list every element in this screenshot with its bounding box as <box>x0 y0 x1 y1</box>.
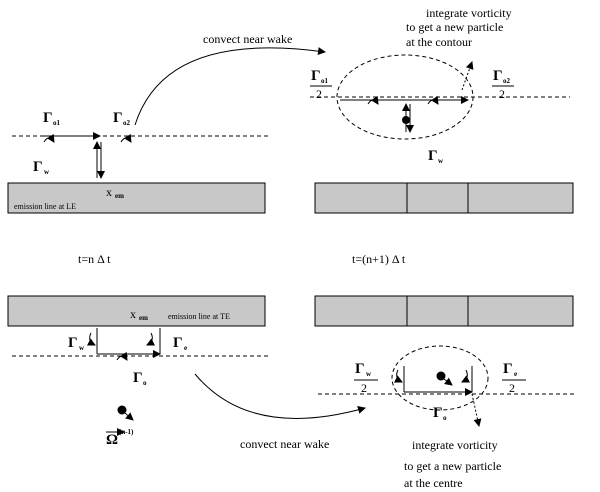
panel-top-left: Γ o1 Γ o2 Γ w x em emission line at LE <box>7 110 270 214</box>
convect-arrow-bottom <box>194 373 366 419</box>
gamma-w-symbol: Γ <box>33 159 43 175</box>
wake-contour-ellipse <box>336 54 474 140</box>
gamma-o1-half-subscript: o1 <box>321 77 329 85</box>
integrate-vorticity-bottom-line1: integrate vorticity <box>412 438 498 452</box>
particle-omega-arrow <box>124 412 134 421</box>
plate-bottom-left <box>7 295 266 327</box>
circulation-o1-half-icon <box>367 95 379 105</box>
gamma-o1-symbol: Γ <box>43 110 53 126</box>
denominator-e: 2 <box>509 381 515 395</box>
convect-arrow-top <box>134 47 326 126</box>
circulation-o2-half-icon <box>427 95 439 105</box>
plate <box>7 182 266 214</box>
gamma-o-right-subscript: o <box>443 414 447 422</box>
integrate-vorticity-top-line3: at the contour <box>406 35 472 49</box>
panel-top-right: Γ o1 2 Γ o2 2 Γ w integrate vorticity to… <box>310 6 574 214</box>
new-particle-centre-arrow <box>471 393 482 427</box>
gamma-e-half-subscript: e <box>514 370 517 378</box>
integrate-vorticity-bottom-line3: at the centre <box>404 476 463 490</box>
circulation-e-icon <box>146 332 156 346</box>
emission-line-le-label: emission line at LE <box>14 202 76 211</box>
integrate-vorticity-top-line1: integrate vorticity <box>426 6 512 20</box>
time-label-n-plus-1: t=(n+1) Δ t <box>352 252 406 266</box>
x-em-symbol: x <box>106 185 112 199</box>
gamma-o-symbol: Γ <box>133 370 143 386</box>
gamma-w-half-subscript: w <box>366 370 372 378</box>
panel-bottom-right: Γ w 2 Γ e 2 Γ o integrate vorticity to g… <box>314 295 575 490</box>
denominator-o1: 2 <box>316 87 322 101</box>
centre-ellipse <box>391 345 489 411</box>
x-em-bottom-subscript: em <box>139 314 148 322</box>
x-em-subscript: em <box>115 192 124 200</box>
gamma-o-right-symbol: Γ <box>433 405 443 421</box>
particle-centre-dot <box>436 371 446 381</box>
gamma-e-half-symbol: Γ <box>503 361 513 377</box>
circulation-w-half-icon <box>393 369 403 383</box>
circulation-w-icon <box>86 332 96 346</box>
new-particle-arrow <box>461 61 474 91</box>
plate-right <box>314 182 574 214</box>
emission-line-te-label: emission line at TE <box>168 312 230 321</box>
gamma-o1-half-symbol: Γ <box>311 68 321 84</box>
gamma-w-half-symbol: Γ <box>355 361 365 377</box>
gamma-e-subscript: e <box>184 344 187 352</box>
gamma-o2-half-subscript: o2 <box>503 77 511 85</box>
denominator-o2: 2 <box>499 87 505 101</box>
gamma-o2-subscript: o2 <box>123 119 131 127</box>
particle-omega <box>117 405 127 415</box>
circulation-o2-icon <box>120 133 132 143</box>
plate-bottom-right <box>314 295 574 327</box>
x-em-bottom-symbol: x <box>130 307 136 321</box>
convect-near-wake-top-label: convect near wake <box>203 32 292 46</box>
gamma-w-bottom-subscript: w <box>79 344 85 352</box>
circulation-e-half-icon <box>461 369 471 383</box>
gamma-w-right-subscript: w <box>438 157 444 165</box>
gamma-w-right-symbol: Γ <box>428 148 438 164</box>
panel-bottom-left: x em emission line at TE Γ w Γ e Γ o Ω (… <box>7 295 270 448</box>
omega-symbol: Ω <box>106 432 118 448</box>
circulation-o-icon <box>116 351 128 361</box>
circulation-o1-icon <box>43 133 55 143</box>
particle-centre-arrow <box>443 377 453 386</box>
gamma-o2-half-symbol: Γ <box>493 68 503 84</box>
gamma-w-subscript: w <box>44 168 50 176</box>
integrate-vorticity-top-line2: to get a new particle <box>406 20 503 34</box>
gamma-w-bottom-symbol: Γ <box>68 335 78 351</box>
integrate-vorticity-bottom-line2: to get a new particle <box>404 459 501 473</box>
gamma-o-subscript: o <box>143 379 147 387</box>
denominator-w: 2 <box>361 381 367 395</box>
omega-superscript: (n-1) <box>119 428 134 436</box>
time-label-n: t=n Δ t <box>78 252 111 266</box>
gamma-e-symbol: Γ <box>173 335 183 351</box>
gamma-o1-subscript: o1 <box>53 119 61 127</box>
convect-near-wake-bottom-label: convect near wake <box>240 437 329 451</box>
gamma-o2-symbol: Γ <box>113 110 123 126</box>
